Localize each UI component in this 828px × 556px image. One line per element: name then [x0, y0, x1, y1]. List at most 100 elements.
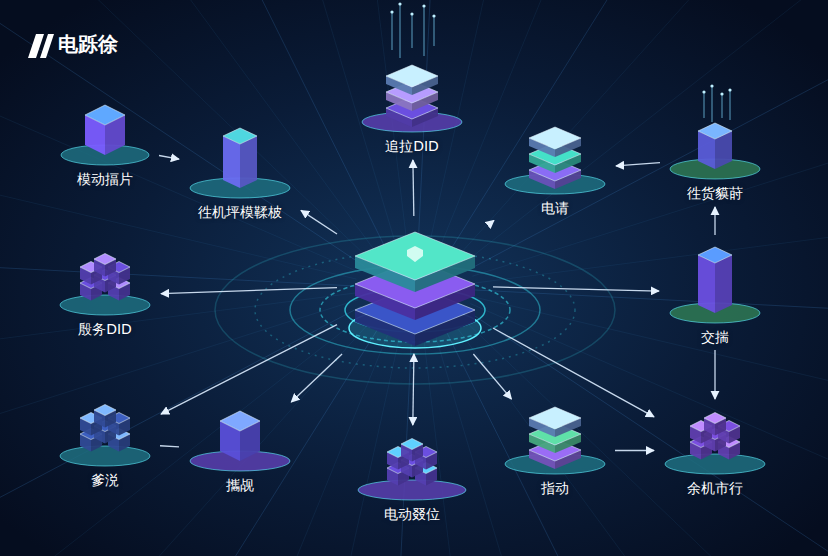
- signal-stick: [712, 86, 713, 122]
- connector: [714, 350, 715, 399]
- icon: [60, 405, 150, 467]
- icon: [349, 232, 481, 348]
- title: 电跞徐: [58, 31, 118, 57]
- iso-slab: [698, 247, 732, 313]
- node-label: 余机市行: [687, 479, 743, 497]
- iso-slab: [386, 65, 438, 95]
- connector: [615, 450, 654, 451]
- signal-dot: [422, 4, 425, 7]
- connector: [160, 446, 179, 447]
- service-node: 交揣: [662, 237, 768, 348]
- service-node: 余机市行: [657, 402, 773, 499]
- ray-line: [0, 253, 355, 286]
- node-label: 追拉DID: [385, 137, 439, 155]
- connector: [714, 207, 715, 235]
- connector: [493, 328, 654, 417]
- node-icon: [59, 103, 151, 167]
- ray-line: [468, 0, 828, 270]
- ray-line: [475, 290, 828, 323]
- ray-line: [0, 300, 358, 494]
- ray-line: [96, 0, 388, 252]
- slab-top: [386, 65, 438, 87]
- node-icon: [668, 115, 762, 181]
- service-node: 电动叕位: [350, 428, 474, 525]
- icon: [190, 411, 290, 471]
- ray-line: [259, 327, 401, 556]
- icon: [190, 128, 290, 198]
- slab-left: [698, 255, 715, 313]
- node-label: 爹涚: [91, 471, 119, 489]
- service-node: 爹涚: [52, 394, 158, 491]
- signal-stick: [730, 90, 731, 120]
- connector: [161, 288, 337, 294]
- ray-line: [143, 325, 392, 556]
- icon: [670, 123, 760, 179]
- slab-top: [529, 127, 581, 149]
- ray-line: [459, 315, 828, 556]
- connector: [301, 210, 337, 234]
- ray-line: [0, 0, 379, 256]
- ray-line: [448, 0, 795, 254]
- node-icon: [503, 124, 607, 196]
- node-icon: [188, 407, 292, 473]
- connector: [159, 156, 179, 160]
- hub-layer: [355, 232, 475, 292]
- icon: [362, 65, 462, 132]
- node-label: 模动揊片: [77, 170, 133, 188]
- iso-slab: [220, 411, 260, 461]
- platform: [358, 480, 466, 500]
- icon: [670, 247, 760, 323]
- platform: [60, 446, 150, 466]
- node-label: 殷务DID: [78, 320, 132, 338]
- slab-top: [94, 254, 116, 265]
- ray-line: [472, 82, 828, 276]
- slab-top: [698, 247, 732, 263]
- ray-line: [0, 306, 362, 556]
- slab-top: [85, 105, 125, 125]
- ray-line: [0, 0, 371, 261]
- ray-line: [0, 312, 367, 556]
- ray-line: [0, 317, 374, 556]
- node-label: 交揣: [701, 328, 729, 346]
- node-label: 指动: [541, 479, 569, 497]
- slab-right: [240, 136, 257, 188]
- signal-dot: [710, 84, 713, 87]
- signal-stick: [722, 94, 723, 118]
- connector: [291, 354, 342, 402]
- connector: [413, 354, 414, 425]
- ray-line: [438, 0, 687, 251]
- connector: [493, 220, 494, 222]
- platform: [665, 454, 765, 474]
- edges: [159, 156, 715, 451]
- node-label: 徃货貘莳: [687, 184, 743, 202]
- signal-dot: [410, 12, 413, 15]
- signal-dot: [390, 10, 393, 13]
- node-icon: [503, 404, 607, 476]
- ray-line: [456, 0, 828, 259]
- ray-line: [442, 324, 734, 556]
- signal-dot: [720, 92, 723, 95]
- slab-top: [223, 128, 257, 144]
- signal-stick: [412, 14, 413, 48]
- service-node: 追拉DID: [354, 56, 470, 157]
- slab-right: [715, 255, 732, 313]
- service-node: 殷务DID: [52, 251, 158, 340]
- ray-line: [0, 132, 357, 279]
- ray-line: [0, 0, 365, 266]
- service-node: 模动揊片: [53, 101, 157, 190]
- node-icon: [360, 58, 464, 134]
- platform: [60, 295, 150, 315]
- ray-line: [0, 16, 360, 272]
- iso-slab: [223, 128, 257, 188]
- ray-line: [470, 304, 828, 556]
- iso-slab: [85, 105, 125, 155]
- hub-platform: [339, 218, 491, 352]
- connector: [493, 287, 659, 291]
- slab-top: [704, 413, 726, 424]
- ray-line: [451, 320, 828, 556]
- signal-stick: [400, 4, 401, 58]
- iso-slab: [94, 405, 116, 428]
- signal-dot: [398, 2, 401, 5]
